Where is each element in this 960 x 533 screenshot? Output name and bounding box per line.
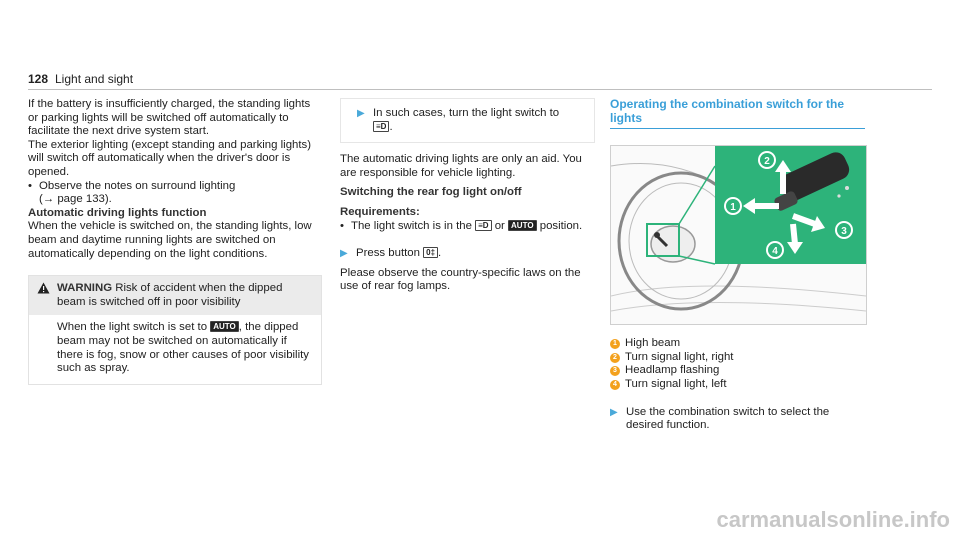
figure-marker-4: 4: [766, 241, 784, 260]
fog-law-paragraph: Please observe the country-specific laws…: [340, 266, 581, 293]
exterior-paragraph: The exterior lighting (except standing a…: [28, 138, 312, 178]
rear-fog-symbol-icon: 0‡: [423, 247, 439, 259]
step-box: ▶ In such cases, turn the light switch t…: [340, 98, 595, 144]
aid-paragraph: The automatic driving lights are only an…: [340, 153, 582, 179]
svg-text:3: 3: [841, 226, 847, 237]
figure-marker-2: 2: [758, 151, 776, 170]
steering-illustration: 1 2 3 4: [611, 146, 866, 325]
page-number: 128: [28, 72, 49, 86]
page-title: Light and sight: [55, 72, 134, 86]
legend-marker-icon: 4: [610, 379, 620, 390]
combination-switch-figure: 1 2 3 4: [610, 145, 867, 326]
step-arrow-icon: ▶: [610, 406, 618, 418]
figure-marker-3: 3: [835, 221, 853, 240]
svg-text:4: 4: [772, 246, 778, 257]
svg-text:2: 2: [764, 156, 770, 167]
figure-marker-1: 1: [724, 197, 742, 216]
battery-paragraph: If the battery is insufficiently charged…: [28, 98, 311, 138]
step-use-switch: ▶ Use the combination switch to select t…: [610, 405, 830, 432]
legend-marker-icon: 3: [610, 366, 620, 377]
step-turn-switch: ▶ In such cases, turn the light switch t…: [357, 107, 560, 133]
svg-text:1: 1: [730, 202, 736, 213]
section-title: Operating the combination switch for the…: [610, 97, 865, 130]
watermark: carmanualsonline.info: [716, 507, 951, 532]
bullet-dot-icon: •: [28, 179, 32, 192]
auto-symbol-icon: AUTO: [210, 321, 239, 333]
heading-auto-lights: Automatic driving lights function: [28, 206, 207, 219]
warning-triangle-icon: [37, 282, 50, 299]
header-divider: [28, 89, 932, 90]
column-left: If the battery is insufficiently charged…: [28, 98, 322, 385]
auto-symbol-icon: AUTO: [508, 219, 537, 231]
step-arrow-icon: ▶: [357, 108, 365, 119]
column-middle: ▶ In such cases, turn the light switch t…: [340, 98, 595, 294]
heading-requirements: Requirements:: [340, 205, 420, 218]
warning-label: WARNING: [57, 282, 113, 295]
warning-box: WARNING Risk of accident when the dipped…: [28, 275, 322, 385]
requirement-bullet: • The light switch is in the ≡D or AUTO …: [340, 219, 583, 232]
bullet-dot-icon: •: [340, 219, 344, 232]
step-press-fog-button: ▶ Press button 0‡.: [340, 247, 442, 260]
warning-title: Risk of accident when the dipped beam is…: [57, 282, 283, 308]
heading-rear-fog: Switching the rear fog light on/off: [340, 186, 522, 199]
warning-header: WARNING Risk of accident when the dipped…: [29, 276, 321, 316]
auto-lights-paragraph: When the vehicle is switched on, the sta…: [28, 220, 312, 260]
legend-marker-icon: 1: [610, 339, 620, 350]
step-arrow-icon: ▶: [340, 248, 348, 260]
legend-marker-icon: 2: [610, 352, 620, 363]
surround-note-bullet: • Observe the notes on surround lighting…: [28, 179, 236, 206]
lowbeam-symbol-icon: ≡D: [373, 120, 390, 132]
column-right: Operating the combination switch for the…: [610, 97, 867, 433]
warning-body: When the light switch is set to AUTO, th…: [57, 321, 309, 375]
lowbeam-symbol-icon: ≡D: [475, 219, 492, 231]
page-ref-link[interactable]: (→ page 133).: [39, 193, 112, 206]
